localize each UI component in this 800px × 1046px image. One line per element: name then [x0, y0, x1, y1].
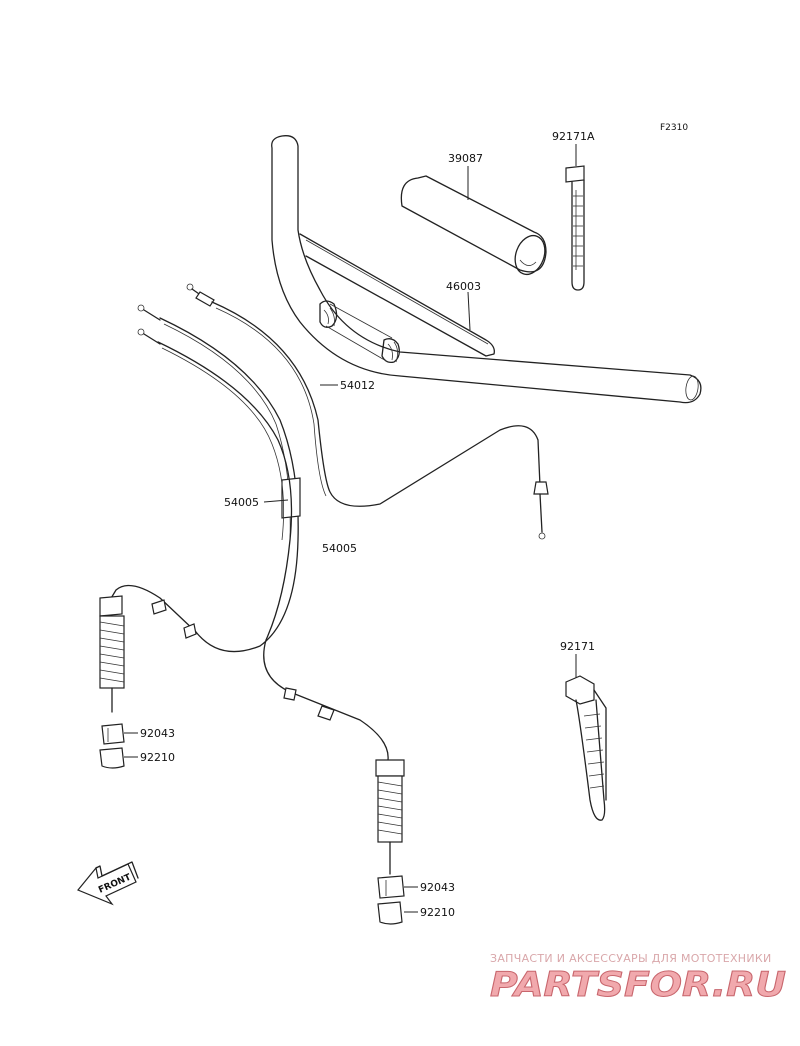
label-cap-left[interactable]: 92210: [140, 751, 175, 764]
throttle-cable[interactable]: [186, 283, 549, 540]
label-grip[interactable]: 39087: [448, 152, 483, 165]
band-large[interactable]: [565, 675, 607, 821]
grip[interactable]: [400, 175, 550, 279]
label-brake-cable-right[interactable]: 54005: [322, 542, 357, 555]
label-band-small[interactable]: 92171A: [552, 130, 595, 143]
brake-cable-left[interactable]: [99, 304, 301, 713]
label-brake-cable-left[interactable]: 54005: [224, 496, 259, 509]
watermark: ЗАПЧАСТИ И АКСЕССУАРЫ ДЛЯ МОТОТЕХНИКИ PA…: [490, 952, 787, 1006]
label-throttle-cable[interactable]: 54012: [340, 379, 375, 392]
cap-right[interactable]: [377, 901, 403, 925]
label-adjuster-right[interactable]: 92043: [420, 881, 455, 894]
label-band-large[interactable]: 92171: [560, 640, 595, 653]
front-arrow-icon: FRONT: [77, 861, 139, 906]
label-cap-right[interactable]: 92210: [420, 906, 455, 919]
cap-left[interactable]: [99, 747, 125, 769]
watermark-tagline: ЗАПЧАСТИ И АКСЕССУАРЫ ДЛЯ МОТОТЕХНИКИ: [490, 952, 772, 965]
watermark-logo: PARTSFOR.RU: [490, 965, 786, 1005]
label-handlebar[interactable]: 46003: [446, 280, 481, 293]
spring-right: [377, 775, 403, 843]
label-adjuster-left[interactable]: 92043: [140, 727, 175, 740]
spring-left: [99, 615, 125, 689]
figure-code: F2310: [660, 123, 688, 133]
handlebar[interactable]: [271, 135, 702, 404]
band-small[interactable]: [565, 165, 585, 291]
adjuster-right[interactable]: [377, 875, 405, 899]
brake-cable-right[interactable]: [137, 328, 405, 875]
leader-lines: [124, 144, 577, 913]
adjuster-left[interactable]: [101, 723, 125, 745]
crossbar-pad: [319, 300, 400, 364]
